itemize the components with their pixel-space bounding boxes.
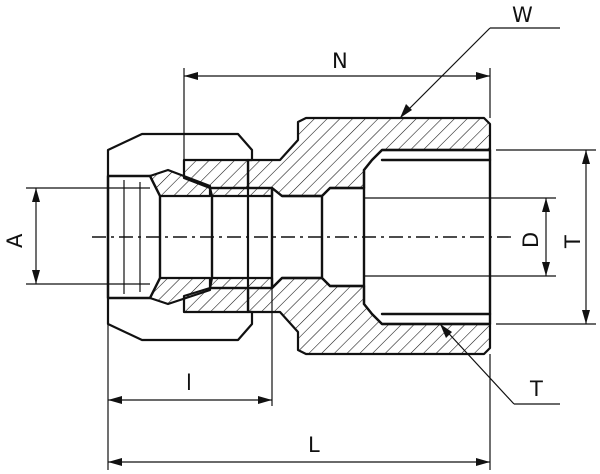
tube-bore-outline: [270, 186, 324, 290]
dimension-t: T: [496, 149, 596, 325]
dimension-l-small: l: [107, 288, 273, 470]
dim-label-d: D: [519, 232, 543, 248]
dimension-n: N: [183, 49, 491, 160]
thread-major-line: [380, 158, 492, 316]
dim-label-l-small: l: [186, 371, 192, 395]
dim-label-w: W: [512, 3, 533, 27]
body-nose-upper: [208, 186, 274, 198]
female-bore-outline: [362, 148, 492, 326]
dimension-a: A: [3, 187, 150, 285]
body-nose-lower: [208, 276, 274, 290]
leader-t-thread: T: [439, 323, 560, 405]
tube-outline: [106, 174, 214, 300]
dim-label-a: A: [3, 233, 27, 248]
body-lower-section: [246, 276, 492, 356]
leader-w: W: [399, 3, 560, 119]
dim-label-l-total: L: [308, 433, 320, 457]
dimension-l-total: L: [108, 354, 491, 470]
dim-label-n: N: [332, 49, 348, 73]
body-upper-section: [246, 116, 492, 198]
dimension-d: D: [364, 197, 556, 277]
dim-label-t-thread: T: [529, 377, 543, 401]
dim-label-t-dim: T: [561, 235, 585, 249]
